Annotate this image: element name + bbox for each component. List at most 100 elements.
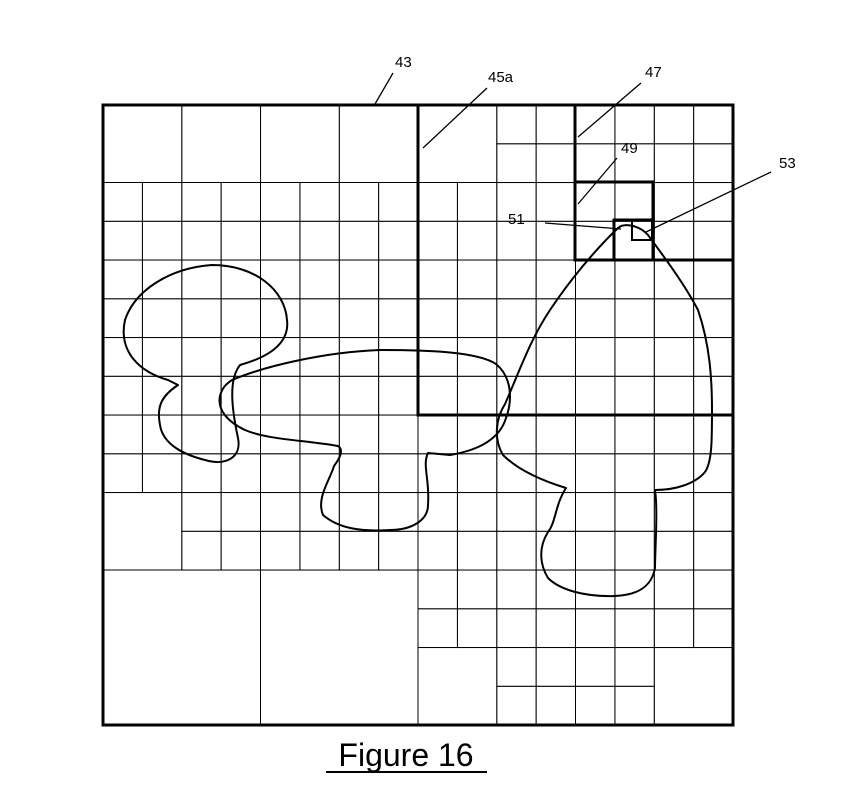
grid-cell bbox=[653, 143, 695, 184]
grid-cell bbox=[614, 685, 655, 726]
grid-cell bbox=[575, 647, 616, 687]
grid-cell bbox=[693, 259, 734, 300]
grid-cell bbox=[653, 608, 695, 649]
leader-49 bbox=[577, 157, 618, 205]
grid-cell bbox=[614, 104, 655, 145]
grid-cell bbox=[220, 337, 261, 377]
grid-cell bbox=[260, 182, 301, 222]
grid-cell bbox=[693, 375, 734, 416]
grid-cell bbox=[535, 104, 576, 145]
grid-cell bbox=[575, 530, 616, 571]
figure-caption: Figure 16 bbox=[326, 737, 487, 773]
grid-cell bbox=[338, 104, 419, 183]
grid-cell bbox=[575, 685, 616, 726]
grid-cell bbox=[181, 220, 222, 261]
grid-cell bbox=[378, 337, 419, 377]
grid-cell bbox=[417, 182, 458, 222]
grid-cell bbox=[260, 220, 301, 261]
grid-cell bbox=[653, 530, 695, 571]
grid-cell bbox=[417, 337, 458, 377]
grid-cell bbox=[338, 530, 380, 571]
grid-cell bbox=[535, 685, 576, 726]
grid-cell bbox=[220, 220, 261, 261]
grid-cell bbox=[338, 337, 380, 377]
grid-cell bbox=[653, 414, 695, 455]
grid-cell bbox=[653, 220, 695, 261]
grid-cell bbox=[693, 104, 734, 145]
grid-cell bbox=[496, 492, 537, 532]
grid-cell bbox=[102, 375, 143, 416]
grid-cell bbox=[378, 375, 419, 416]
leader-47 bbox=[577, 82, 642, 138]
grid-cell bbox=[181, 414, 222, 455]
grid-cell bbox=[181, 104, 262, 183]
grid-cell bbox=[260, 492, 301, 532]
grid-cell bbox=[260, 569, 419, 726]
grid-cell bbox=[220, 492, 261, 532]
grid-cell bbox=[417, 608, 458, 649]
grid-cell bbox=[378, 414, 419, 455]
grid-cell bbox=[456, 530, 498, 571]
grid-cell bbox=[456, 492, 498, 532]
grid-cell bbox=[653, 569, 695, 610]
grid-cell bbox=[653, 182, 695, 222]
grid-cell bbox=[378, 220, 419, 261]
grid-cell bbox=[496, 298, 537, 339]
grid-cell bbox=[102, 182, 143, 222]
grid-cell bbox=[260, 414, 301, 455]
grid-cell bbox=[575, 453, 616, 494]
grid-cell bbox=[653, 453, 695, 494]
grid-cell bbox=[417, 259, 458, 300]
grid-cell bbox=[693, 492, 734, 532]
leader-lines bbox=[374, 72, 772, 233]
label-49: 49 bbox=[621, 140, 638, 157]
grid-cell bbox=[653, 375, 695, 416]
grid-cell bbox=[614, 298, 655, 339]
reference-numerals: 43 45a 47 49 51 53 bbox=[395, 54, 796, 228]
grid-cell bbox=[102, 453, 143, 494]
grid-cell bbox=[535, 182, 576, 222]
grid-cell bbox=[299, 298, 340, 339]
grid-cell bbox=[496, 569, 537, 610]
grid-cell bbox=[456, 220, 498, 261]
grid-cell bbox=[614, 414, 655, 455]
grid-cell bbox=[614, 569, 655, 610]
label-51: 51 bbox=[508, 211, 525, 228]
leader-45a bbox=[422, 87, 488, 149]
grid-cell bbox=[338, 414, 380, 455]
label-45a: 45a bbox=[488, 69, 514, 86]
grid-cell bbox=[102, 104, 183, 183]
grid-cell bbox=[181, 182, 222, 222]
grid-cell bbox=[456, 608, 498, 649]
grid-cells bbox=[102, 104, 734, 726]
leader-53 bbox=[645, 171, 772, 233]
grid-cell bbox=[693, 337, 734, 377]
grid-cell bbox=[102, 337, 143, 377]
grid-cell bbox=[338, 375, 380, 416]
grid-cell bbox=[141, 375, 183, 416]
grid-cell bbox=[181, 530, 222, 571]
grid-cell bbox=[693, 143, 734, 184]
grid-cell bbox=[575, 608, 616, 649]
grid-cell bbox=[299, 375, 340, 416]
grid-cell bbox=[693, 414, 734, 455]
grid-cell bbox=[535, 608, 576, 649]
grid-cell bbox=[181, 375, 222, 416]
grid-cell bbox=[496, 685, 537, 726]
grid-cell bbox=[417, 375, 458, 416]
leader-51 bbox=[544, 222, 622, 230]
label-47: 47 bbox=[645, 64, 662, 81]
grid-cell bbox=[693, 608, 734, 649]
grid-cell bbox=[220, 530, 261, 571]
grid-cell bbox=[141, 182, 183, 222]
grid-cell bbox=[299, 220, 340, 261]
grid-cell bbox=[260, 104, 340, 183]
grid-cell bbox=[614, 453, 655, 494]
grid-cell bbox=[653, 104, 695, 145]
grid-cell bbox=[575, 337, 616, 377]
grid-cell bbox=[417, 530, 458, 571]
grid-cell bbox=[535, 647, 576, 687]
label-43: 43 bbox=[395, 54, 412, 71]
grid-cell bbox=[299, 414, 340, 455]
